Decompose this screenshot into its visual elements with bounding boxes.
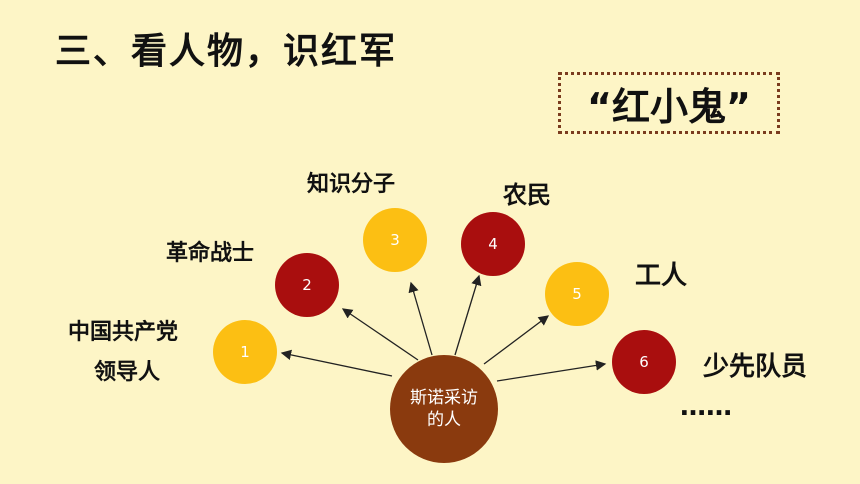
arrow-to-node-2 — [341, 308, 419, 361]
node-5-label: 工人 — [635, 261, 688, 291]
highlight-text: “红小鬼” — [587, 84, 751, 129]
arrow-to-node-5 — [483, 315, 550, 365]
node-1-label-line2: 领导人 — [94, 360, 161, 385]
center-node: 斯诺采访 的人 — [390, 355, 498, 463]
node-1-number: 1 — [240, 343, 250, 361]
ellipsis: …… — [680, 392, 732, 422]
node-4-label: 农民 — [503, 181, 551, 209]
node-4-number: 4 — [488, 235, 498, 253]
node-6-number: 6 — [639, 353, 649, 371]
node-5-number: 5 — [572, 285, 582, 303]
node-1-circle: 1 — [213, 320, 277, 384]
node-6-label: 少先队员 — [703, 352, 808, 382]
center-line2: 的人 — [427, 410, 461, 430]
arrow-to-node-6 — [496, 360, 607, 382]
highlight-box: “红小鬼” — [558, 72, 780, 134]
node-6-circle: 6 — [612, 330, 676, 394]
node-2-circle: 2 — [275, 253, 339, 317]
node-5-circle: 5 — [545, 262, 609, 326]
node-2-label: 革命战士 — [166, 241, 255, 266]
node-3-number: 3 — [390, 231, 400, 249]
arrow-to-node-1 — [280, 349, 393, 377]
arrow-to-node-4 — [454, 274, 482, 356]
node-4-circle: 4 — [461, 212, 525, 276]
arrow-to-node-3 — [408, 281, 433, 356]
node-3-circle: 3 — [363, 208, 427, 272]
center-line1: 斯诺采访 — [410, 388, 478, 408]
page-title: 三、看人物，识红军 — [55, 31, 398, 72]
node-2-number: 2 — [302, 276, 312, 294]
node-3-label: 知识分子 — [307, 172, 396, 197]
node-1-label-line1: 中国共产党 — [68, 320, 179, 345]
